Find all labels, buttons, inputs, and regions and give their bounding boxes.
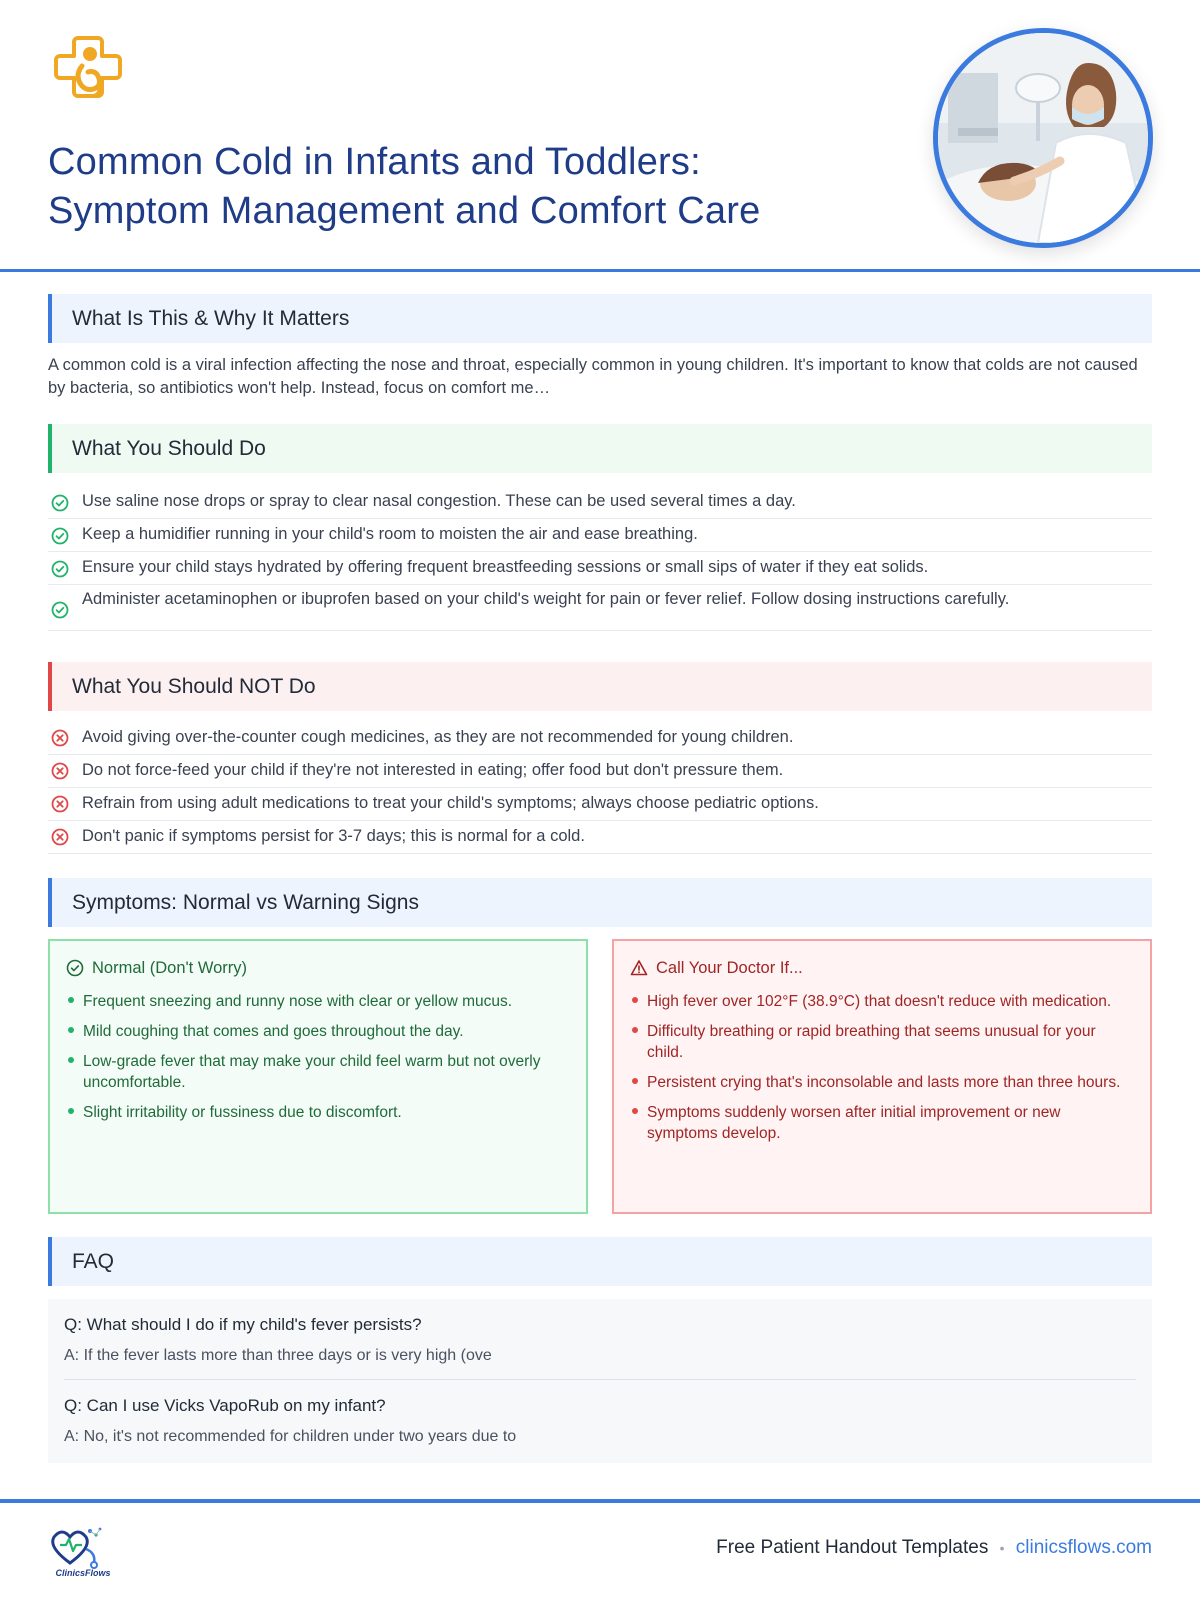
check-circle-icon	[51, 560, 69, 578]
section-heading-symptoms: Symptoms: Normal vs Warning Signs	[48, 878, 1152, 927]
dont-item-text: Avoid giving over-the-counter cough medi…	[82, 728, 794, 746]
normal-symptoms-list: Frequent sneezing and runny nose with cl…	[66, 991, 570, 1123]
footer-logo-text: ClinicsFlows	[55, 1568, 111, 1578]
do-item-text: Administer acetaminophen or ibuprofen ba…	[82, 590, 1010, 608]
do-item: Keep a humidifier running in your child'…	[48, 519, 1152, 552]
list-item: Frequent sneezing and runny nose with cl…	[66, 991, 570, 1012]
do-item-text: Keep a humidifier running in your child'…	[82, 525, 698, 543]
list-item: Difficulty breathing or rapid breathing …	[630, 1021, 1134, 1063]
footer-website-link[interactable]: clinicsflows.com	[1015, 1537, 1152, 1558]
intro-paragraph: A common cold is a viral infection affec…	[48, 356, 1138, 397]
faq-question: Q: What should I do if my child's fever …	[64, 1315, 422, 1334]
warning-symptoms-title-text: Call Your Doctor If...	[656, 959, 803, 977]
do-item: Use saline nose drops or spray to clear …	[48, 486, 1152, 519]
section-heading-what-is: What Is This & Why It Matters	[48, 294, 1152, 343]
dont-item: Refrain from using adult medications to …	[48, 788, 1152, 821]
page-title-line-1: Common Cold in Infants and Toddlers:	[48, 141, 701, 183]
do-list: Use saline nose drops or spray to clear …	[48, 486, 1152, 631]
footer-separator: •	[999, 1540, 1005, 1556]
warning-triangle-icon	[630, 960, 648, 976]
do-item-text: Ensure your child stays hydrated by offe…	[82, 558, 929, 576]
section-heading-do: What You Should Do	[48, 424, 1152, 473]
faq-answer: A: No, it's not recommended for children…	[64, 1428, 517, 1445]
footer-tagline: Free Patient Handout Templates	[716, 1537, 989, 1558]
warning-symptoms-title: Call Your Doctor If...	[630, 957, 1134, 979]
dont-list: Avoid giving over-the-counter cough medi…	[48, 722, 1152, 854]
medical-cross-baby-icon	[54, 32, 122, 102]
clinicsflows-logo-icon	[50, 1523, 120, 1591]
dont-item-text: Refrain from using adult medications to …	[82, 794, 819, 812]
page-footer: ClinicsFlows Free Patient Handout Templa…	[0, 1499, 1200, 1600]
list-item: Low-grade fever that may make your child…	[66, 1051, 570, 1093]
faq-item: Q: Can I use Vicks VapoRub on my infant?…	[64, 1379, 1136, 1460]
list-item: Symptoms suddenly worsen after initial i…	[630, 1102, 1134, 1144]
x-circle-icon	[51, 762, 69, 780]
check-circle-icon	[51, 527, 69, 545]
clinician-with-patient-photo	[933, 28, 1153, 248]
do-item: Ensure your child stays hydrated by offe…	[48, 552, 1152, 585]
footer-text: Free Patient Handout Templates • clinics…	[716, 1537, 1152, 1559]
dont-item-text: Don't panic if symptoms persist for 3-7 …	[82, 827, 585, 845]
normal-symptoms-title-text: Normal (Don't Worry)	[92, 959, 248, 977]
x-circle-icon	[51, 795, 69, 813]
x-circle-icon	[51, 828, 69, 846]
x-circle-icon	[51, 729, 69, 747]
list-item: Mild coughing that comes and goes throug…	[66, 1021, 570, 1042]
list-item: High fever over 102°F (38.9°C) that does…	[630, 991, 1134, 1012]
dont-item-text: Do not force-feed your child if they're …	[82, 761, 784, 779]
section-heading-faq: FAQ	[48, 1237, 1152, 1286]
dont-item: Avoid giving over-the-counter cough medi…	[48, 722, 1152, 755]
normal-symptoms-title: Normal (Don't Worry)	[66, 957, 570, 979]
list-item: Persistent crying that's inconsolable an…	[630, 1072, 1134, 1093]
faq-box: Q: What should I do if my child's fever …	[48, 1299, 1152, 1463]
normal-symptoms-box: Normal (Don't Worry) Frequent sneezing a…	[48, 939, 588, 1214]
section-heading-dont: What You Should NOT Do	[48, 662, 1152, 711]
faq-item: Q: What should I do if my child's fever …	[64, 1299, 1136, 1379]
do-item-text: Use saline nose drops or spray to clear …	[82, 492, 796, 510]
page-title-line-2: Symptom Management and Comfort Care	[48, 190, 761, 232]
warning-symptoms-list: High fever over 102°F (38.9°C) that does…	[630, 991, 1134, 1144]
page-title: Common Cold in Infants and Toddlers: Sym…	[48, 138, 868, 236]
faq-question: Q: Can I use Vicks VapoRub on my infant?	[64, 1396, 386, 1415]
check-circle-icon	[66, 959, 84, 977]
do-item: Administer acetaminophen or ibuprofen ba…	[48, 585, 1152, 631]
page-header: Common Cold in Infants and Toddlers: Sym…	[0, 0, 1200, 272]
check-circle-icon	[51, 494, 69, 512]
warning-symptoms-box: Call Your Doctor If... High fever over 1…	[612, 939, 1152, 1214]
dont-item: Do not force-feed your child if they're …	[48, 755, 1152, 788]
check-circle-icon	[51, 601, 69, 619]
list-item: Slight irritability or fussiness due to …	[66, 1102, 570, 1123]
dont-item: Don't panic if symptoms persist for 3-7 …	[48, 821, 1152, 854]
faq-answer: A: If the fever lasts more than three da…	[64, 1347, 492, 1364]
